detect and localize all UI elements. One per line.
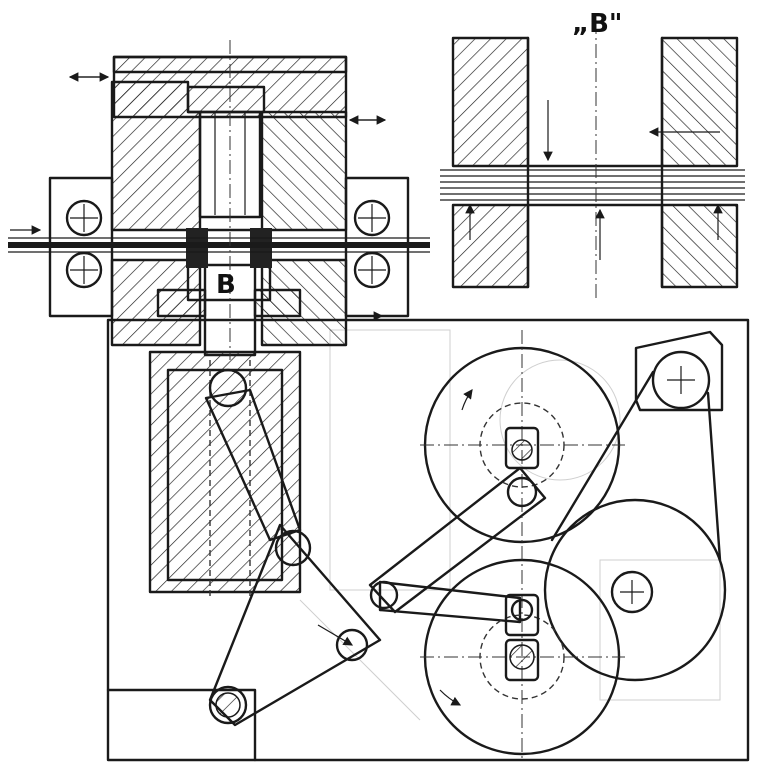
wire-bundle: [440, 164, 745, 207]
die-assembly-section: [8, 40, 430, 360]
section-letter: B: [216, 270, 236, 300]
rotation-arrow-icon: [461, 389, 473, 411]
cam-wheels: [420, 330, 727, 760]
background-ghost: [299, 329, 721, 721]
slide-block: [148, 350, 302, 600]
linkage: [204, 368, 547, 727]
detail-title: „B": [572, 9, 622, 39]
machine-frame: [106, 318, 750, 762]
detail-b-section: [440, 20, 745, 300]
belt-drive: [550, 330, 724, 562]
